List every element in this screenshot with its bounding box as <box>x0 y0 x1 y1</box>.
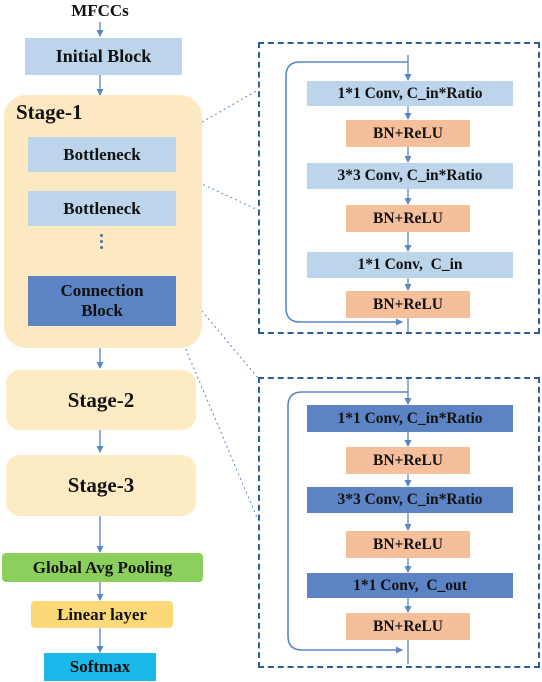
input-label: MFCCs <box>71 1 129 20</box>
bottleneck-block-2: Bottleneck <box>28 191 176 226</box>
softmax-block: Softmax <box>44 653 156 681</box>
bottleneck-bn1: BN+ReLU <box>346 120 470 147</box>
bottleneck-bn3: BN+ReLU <box>346 291 470 318</box>
bottleneck-detail-frame <box>258 42 540 334</box>
stage3-block: Stage-3 <box>6 455 196 516</box>
connection-block: Connection Block <box>28 276 176 326</box>
ellipsis-dots <box>100 234 104 252</box>
bot-residual-path <box>287 391 408 654</box>
top-residual-path <box>285 61 408 326</box>
connection-bn2: BN+ReLU <box>346 531 470 558</box>
linear-layer-block: Linear layer <box>31 601 173 628</box>
connection-conv1: 1*1 Conv, C_in*Ratio <box>307 405 513 432</box>
bottleneck-bn2: BN+ReLU <box>346 205 470 232</box>
connection-conv3: 1*1 Conv, C_out <box>307 573 513 598</box>
connection-conv2: 3*3 Conv, C_in*Ratio <box>307 487 513 513</box>
initial-block: Initial Block <box>25 38 182 75</box>
bottleneck-block-1: Bottleneck <box>28 137 176 172</box>
stage2-block: Stage-2 <box>6 370 196 430</box>
connection-bn3: BN+ReLU <box>346 613 470 640</box>
connection-bn1: BN+ReLU <box>346 447 470 474</box>
guide-connection-bottom <box>175 325 259 521</box>
bottleneck-conv1: 1*1 Conv, C_in*Ratio <box>307 81 513 106</box>
stage1-title: Stage-1 <box>16 100 83 124</box>
global-avg-pooling-block: Global Avg Pooling <box>2 553 203 582</box>
bottleneck-conv3: 1*1 Conv, C_in <box>307 252 513 278</box>
bottleneck-conv2: 3*3 Conv, C_in*Ratio <box>307 163 513 189</box>
connection-detail-frame <box>258 377 540 668</box>
